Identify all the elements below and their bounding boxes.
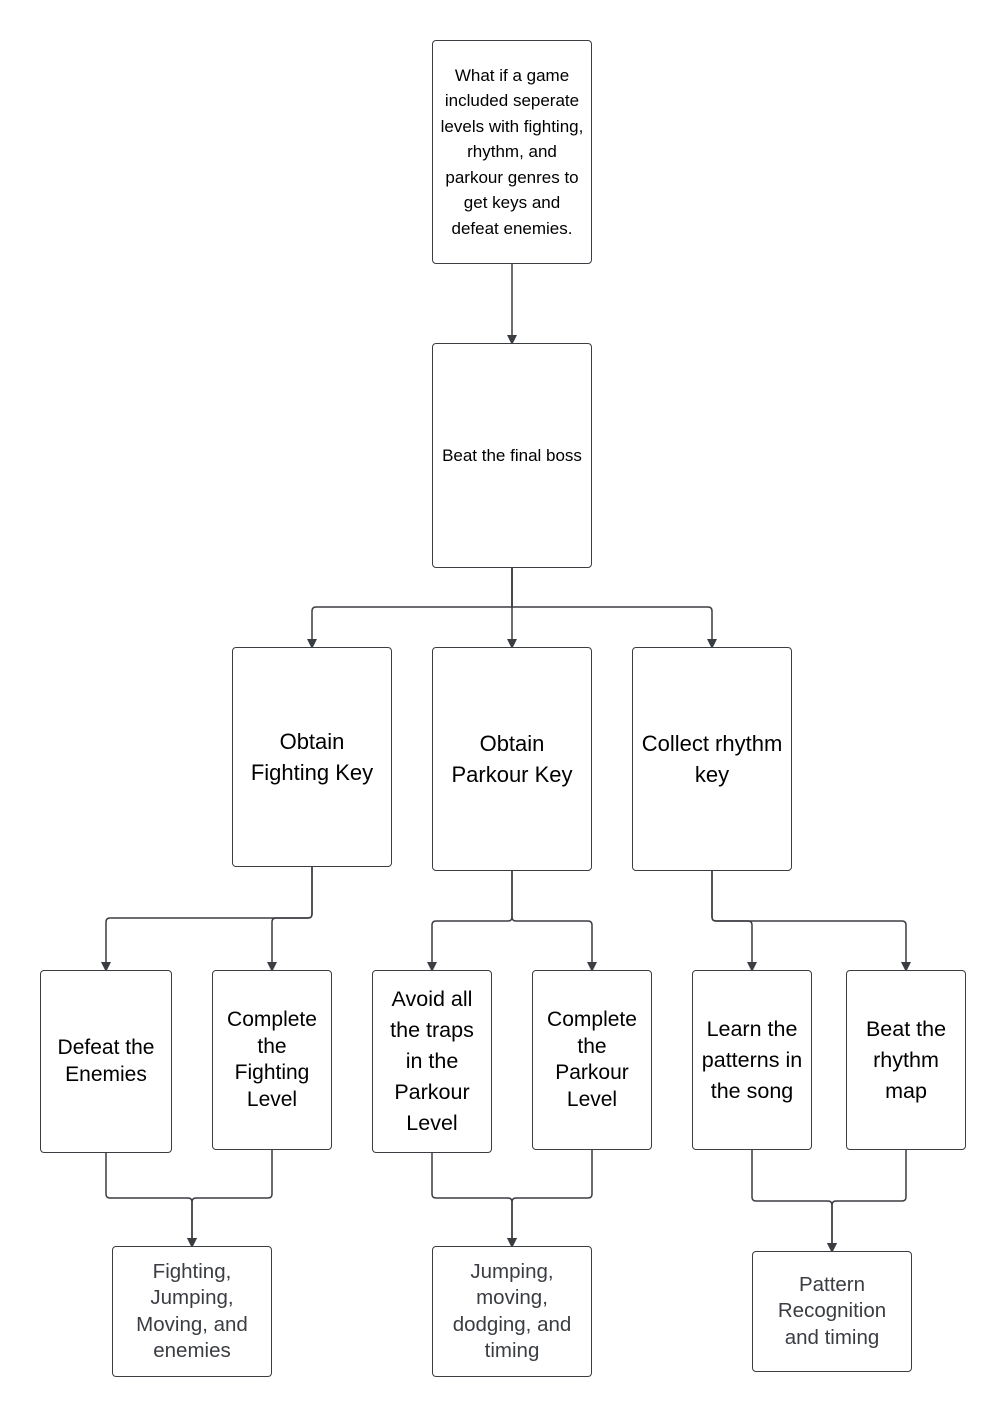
connector-rhythm-key-to-beat-rhythm-map [711, 871, 911, 972]
node-defeat-enemies: Defeat the Enemies [40, 970, 172, 1153]
node-rhythm-skills-text: Pattern Recognition and timing [777, 1272, 887, 1349]
node-parkour-skills: Jumping, moving, dodging, and timing [432, 1246, 592, 1377]
connector-avoid-traps-to-parkour-skills [431, 1153, 517, 1248]
node-rhythm-key: Collect rhythm key [632, 647, 792, 871]
node-parkour-skills-text: Jumping, moving, dodging, and timing [452, 1259, 572, 1363]
node-beat-rhythm-map-text: Beat the rhythm map [865, 1016, 947, 1103]
node-learn-patterns-text: Learn the patterns in the song [701, 1016, 803, 1103]
connector-goal-to-rhythm-key [511, 568, 717, 649]
node-rhythm-skills: Pattern Recognition and timing [752, 1251, 912, 1372]
connector-goal-to-fighting-key [307, 568, 513, 649]
connector-beat-rhythm-map-to-rhythm-skills [827, 1150, 907, 1253]
node-learn-patterns: Learn the patterns in the song [692, 970, 812, 1150]
node-complete-parkour-level: Complete the Parkour Level [532, 970, 652, 1150]
node-avoid-traps: Avoid all the traps in the Parkour Level [372, 970, 492, 1153]
node-complete-fighting-level-text: Complete the Fighting Level [227, 1008, 317, 1111]
node-rhythm-key-text: Collect rhythm key [641, 731, 783, 787]
node-root-question-text: What if a game included seperate levels … [440, 65, 584, 238]
node-fighting-key: Obtain Fighting Key [232, 647, 392, 867]
node-complete-fighting-level: Complete the Fighting Level [212, 970, 332, 1150]
node-beat-rhythm-map: Beat the rhythm map [846, 970, 966, 1150]
node-avoid-traps-text: Avoid all the traps in the Parkour Level [390, 987, 474, 1135]
connector-defeat-enemies-to-fighting-skills [105, 1153, 197, 1248]
node-parkour-key: Obtain Parkour Key [432, 647, 592, 871]
connector-complete-fighting-to-fighting-skills [187, 1150, 273, 1248]
node-fighting-key-text: Obtain Fighting Key [250, 729, 374, 785]
node-defeat-enemies-text: Defeat the Enemies [57, 1036, 155, 1086]
node-final-boss-text: Beat the final boss [442, 445, 582, 465]
node-final-boss: Beat the final boss [432, 343, 592, 568]
connector-parkour-key-to-avoid-traps [427, 871, 513, 972]
connector-learn-patterns-to-rhythm-skills [751, 1150, 837, 1253]
node-parkour-key-text: Obtain Parkour Key [451, 731, 573, 787]
node-root-question: What if a game included seperate levels … [432, 40, 592, 264]
connector-fighting-key-to-complete-fighting [267, 867, 313, 972]
node-complete-parkour-level-text: Complete the Parkour Level [547, 1008, 637, 1111]
connector-complete-parkour-to-parkour-skills [507, 1150, 593, 1248]
connector-parkour-key-to-complete-parkour [511, 871, 597, 972]
node-fighting-skills-text: Fighting, Jumping, Moving, and enemies [136, 1259, 248, 1363]
node-fighting-skills: Fighting, Jumping, Moving, and enemies [112, 1246, 272, 1377]
